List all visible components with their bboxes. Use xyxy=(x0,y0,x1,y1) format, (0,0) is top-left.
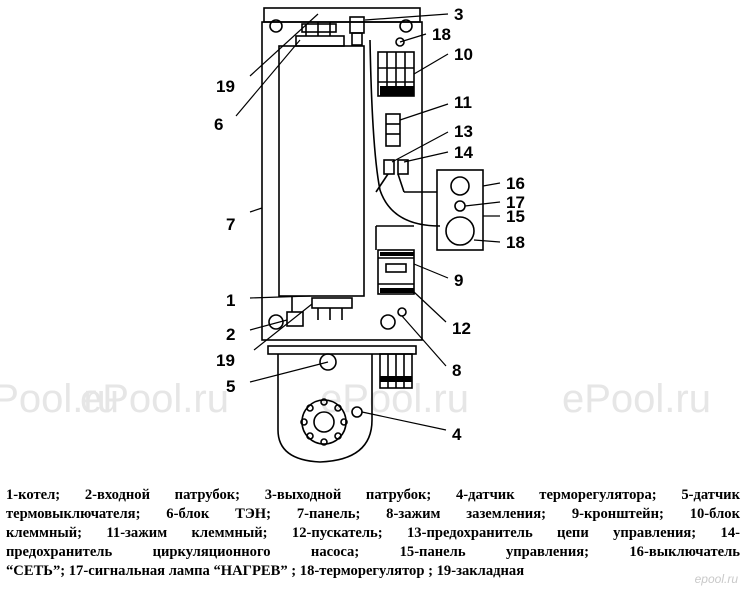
label-2: 2 xyxy=(226,325,235,344)
label-12: 12 xyxy=(452,319,471,338)
sensor-wire xyxy=(369,39,441,227)
label-5: 5 xyxy=(226,377,235,396)
legend-line-4: предохранитель циркуляционного насоса; 1… xyxy=(6,544,740,560)
watermark-left: ePool.ru xyxy=(0,377,119,421)
label-18-top: 18 xyxy=(432,25,451,44)
legend-line-2: термовыключателя; 6-блок ТЭН; 7-панель; … xyxy=(6,506,740,522)
fuse-pump xyxy=(397,159,409,175)
fuse-control xyxy=(383,159,395,175)
label-17: 17 xyxy=(506,193,525,212)
label-18-panel: 18 xyxy=(506,233,525,252)
label-1: 1 xyxy=(226,291,235,310)
bottom-flange xyxy=(267,345,417,355)
watermark-center-right: ePool.ru xyxy=(320,377,469,421)
watermark-center-left: ePool.ru xyxy=(80,377,229,421)
heating-block-top xyxy=(295,35,345,47)
legend-line-1: 1-котел; 2-входной патрубок; 3-выходной … xyxy=(6,487,740,503)
thermostat-knob xyxy=(445,216,475,246)
label-11: 11 xyxy=(454,93,472,112)
thermostat-sensor-top xyxy=(395,37,405,47)
thermo-switch-sensor xyxy=(319,353,337,371)
control-panel xyxy=(436,169,484,251)
top-flange xyxy=(263,7,421,23)
mount-hole-top-left xyxy=(269,19,283,33)
mount-hole-bottom-right xyxy=(380,314,396,330)
label-15: 15 xyxy=(506,207,525,226)
label-8: 8 xyxy=(452,361,461,380)
label-13: 13 xyxy=(454,122,473,141)
leader-lines xyxy=(235,13,501,431)
legend-line-3: клеммный; 11-зажим клеммный; 12-пускател… xyxy=(6,525,740,541)
label-19-bottom: 19 xyxy=(216,351,235,370)
inlet-pipe xyxy=(286,311,304,327)
label-9: 9 xyxy=(454,271,463,290)
boiler-body xyxy=(278,45,365,297)
power-switch xyxy=(450,176,470,196)
heating-element-flange xyxy=(301,399,347,445)
outlet-pipe xyxy=(349,16,365,34)
contactor xyxy=(377,249,415,295)
mount-hole-top-right xyxy=(399,19,413,33)
legend: 1-котел; 2-входной патрубок; 3-выходной … xyxy=(6,486,740,581)
label-16: 16 xyxy=(506,174,525,193)
label-7: 7 xyxy=(226,215,235,234)
label-10: 10 xyxy=(454,45,473,64)
label-3: 3 xyxy=(454,5,463,24)
heating-lamp xyxy=(454,200,466,212)
brand-watermark: epool.ru xyxy=(694,572,738,586)
clamp-terminal xyxy=(385,113,401,147)
label-6: 6 xyxy=(214,115,223,134)
boiler-diagram: ePool.ru ePool.ru ePool.ru ePool.ru xyxy=(0,5,711,463)
watermark-right: ePool.ru xyxy=(562,377,711,421)
bottom-housing xyxy=(277,354,373,463)
legend-line-5: “СЕТЬ”; 17-сигнальная лампа “НАГРЕВ” ; 1… xyxy=(6,563,525,579)
heating-block-bottom xyxy=(311,297,353,309)
label-14: 14 xyxy=(454,143,473,162)
label-4: 4 xyxy=(452,425,462,444)
ground-clamp xyxy=(397,307,407,317)
mount-hole-bottom-left xyxy=(268,314,284,330)
watermark-layer: ePool.ru ePool.ru ePool.ru ePool.ru xyxy=(0,377,711,421)
label-19-top: 19 xyxy=(216,77,235,96)
